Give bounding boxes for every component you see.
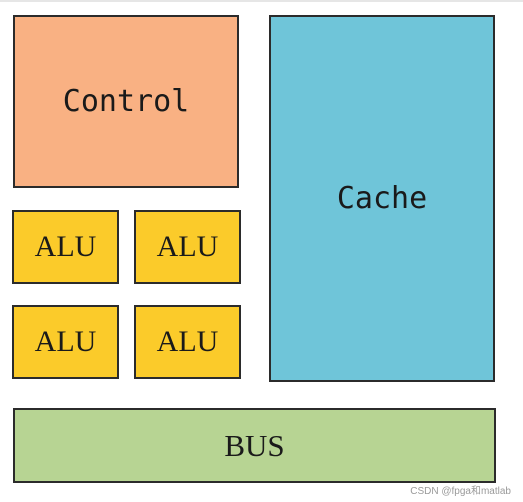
control-label: Control: [62, 83, 190, 119]
alu-block-2: ALU: [134, 210, 241, 284]
alu-block-1: ALU: [12, 210, 119, 284]
alu-label-3: ALU: [34, 325, 97, 358]
alu-block-4: ALU: [134, 305, 241, 379]
alu-label-4: ALU: [156, 325, 219, 358]
control-block: Control: [13, 15, 239, 188]
alu-label-1: ALU: [34, 230, 97, 263]
alu-block-3: ALU: [12, 305, 119, 379]
alu-label-2: ALU: [156, 230, 219, 263]
cache-block: Cache: [269, 15, 495, 382]
cache-label: Cache: [336, 180, 428, 216]
bus-block: BUS: [13, 408, 496, 483]
bus-label: BUS: [224, 428, 285, 463]
top-divider: [0, 0, 523, 2]
watermark: CSDN @fpga和matlab: [410, 486, 511, 497]
